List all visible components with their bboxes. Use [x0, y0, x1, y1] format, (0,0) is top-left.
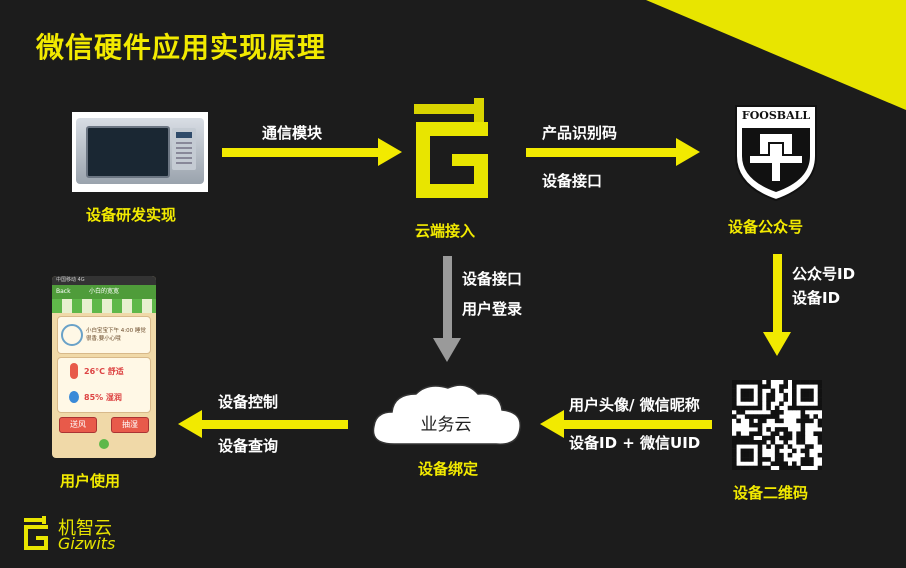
phone-humidity: 85% 湿润 — [84, 392, 122, 402]
phone-back-button[interactable]: Back — [56, 288, 71, 295]
water-drop-icon — [69, 391, 79, 403]
phone-fan-button[interactable]: 送风 — [59, 417, 97, 433]
thermometer-icon — [70, 363, 78, 379]
gizwits-cloud-icon — [404, 92, 498, 212]
node-device-account: 设备公众号 — [728, 218, 804, 236]
page-title: 微信硬件应用实现原理 — [36, 31, 327, 64]
arrow-account-to-qrcode — [763, 254, 791, 356]
phone-dehumidify-button[interactable]: 抽湿 — [111, 417, 149, 433]
label-device-api-top: 设备接口 — [542, 172, 603, 190]
brand-sub: Gizwits — [58, 534, 116, 553]
arrow-device-to-cloud — [222, 138, 402, 166]
foosball-label: FOOSBALL — [741, 109, 811, 122]
arrow-qrcode-to-binding — [540, 410, 712, 438]
phone-message: 小白宝宝下午 4:00 睡觉很香,要小心哦 — [86, 328, 146, 342]
gizwits-logo-icon — [24, 516, 48, 550]
corner-accent — [646, 0, 906, 110]
label-avatar-nick: 用户头像/ 微信昵称 — [569, 396, 700, 414]
microwave-image — [72, 112, 208, 192]
node-binding: 设备绑定 — [418, 460, 479, 478]
arrow-cloud-to-binding — [433, 256, 461, 362]
label-user-login: 用户登录 — [462, 300, 523, 318]
phone-awning — [52, 299, 156, 313]
phone-temp: 26°C 舒适 — [84, 366, 124, 376]
label-device-api-mid: 设备接口 — [462, 270, 523, 288]
node-device-dev: 设备研发实现 — [86, 206, 177, 224]
phone-readings-card: 26°C 舒适 85% 湿润 — [57, 357, 151, 413]
arrow-binding-to-user — [178, 410, 348, 438]
node-qrcode: 设备二维码 — [733, 484, 809, 502]
label-account-id: 公众号ID — [792, 265, 856, 283]
phone-app-screenshot: 中国移动 4G Back 小白的宽宽 小白宝宝下午 4:00 睡觉很香,要小心哦… — [52, 276, 156, 458]
phone-button-row: 送风 抽湿 — [52, 417, 156, 433]
fan-icon — [61, 324, 83, 346]
qrcode-image — [732, 380, 822, 470]
phone-nav-title: 小白的宽宽 — [88, 288, 119, 295]
label-id-uid: 设备ID + 微信UID — [569, 434, 701, 452]
label-device-query: 设备查询 — [218, 437, 279, 455]
cloud-service-label: 业务云 — [420, 415, 472, 435]
phone-nav-bar: Back 小白的宽宽 — [52, 285, 156, 299]
node-cloud-access: 云端接入 — [415, 222, 476, 240]
gizwits-logo: 机智云 Gizwits — [22, 514, 142, 554]
label-comm-module: 通信模块 — [262, 124, 323, 142]
phone-message-card: 小白宝宝下午 4:00 睡觉很香,要小心哦 — [57, 316, 151, 354]
phone-status-bar: 中国移动 4G — [52, 276, 156, 285]
foosball-badge: FOOSBALL — [734, 104, 818, 202]
label-device-control: 设备控制 — [218, 393, 279, 411]
brand-name: 机智云 — [58, 518, 112, 539]
cloud-service-shape: 业务云 — [366, 380, 526, 456]
node-user-use: 用户使用 — [60, 472, 121, 490]
arrow-cloud-to-account — [526, 138, 700, 166]
phone-expand-icon[interactable] — [99, 439, 109, 449]
label-product-code: 产品识别码 — [542, 124, 618, 142]
label-device-id: 设备ID — [792, 289, 841, 307]
